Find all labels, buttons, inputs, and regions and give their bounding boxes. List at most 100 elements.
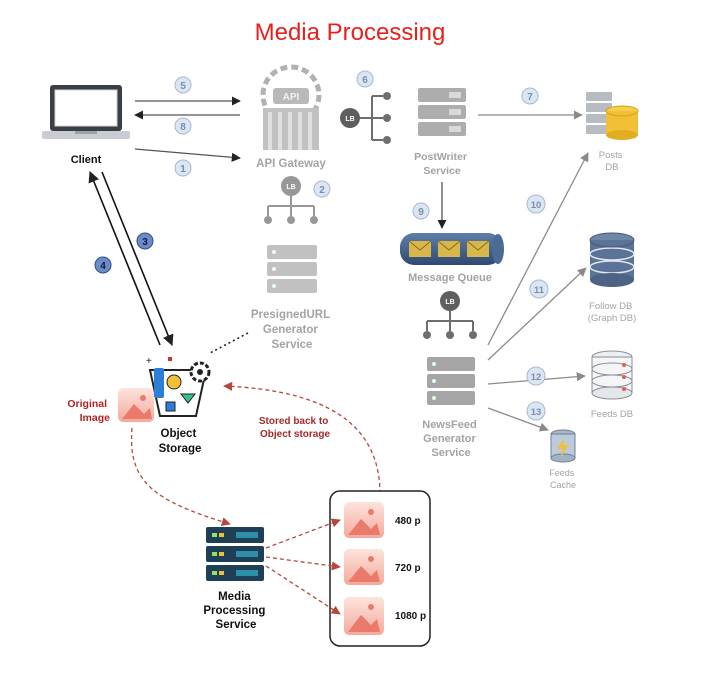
stored-back-label: Stored back to Object storage (259, 416, 331, 440)
posts-db-line-1: Posts (599, 150, 623, 161)
newsfeed-line-3: Service (431, 447, 470, 459)
postwriter-label: PostWriter Service (414, 151, 470, 177)
step-badge-9-text: 9 (418, 207, 424, 218)
posts-db-line-2: DB (605, 162, 618, 173)
message-queue-label: Message Queue (408, 272, 492, 284)
dashed-1080 (265, 565, 341, 615)
api-gateway-icon (260, 64, 322, 150)
step-badge-6: 6 (356, 70, 374, 88)
step-badge-11: 11 (529, 279, 549, 299)
dashed-720 (265, 556, 341, 571)
lb-label-queue: LB (445, 299, 454, 306)
arrow-4 (88, 170, 161, 346)
dashed-480 (265, 518, 341, 549)
postwriter-line-1: PostWriter (414, 151, 467, 163)
step-badge-4-text: 4 (100, 261, 106, 272)
step-badge-7-text: 7 (527, 92, 533, 103)
arrow-13 (487, 407, 549, 432)
api-icon-text: API (283, 92, 300, 103)
feeds-cache-line-2: Cache (550, 480, 576, 490)
postwriter-line-2: Service (423, 165, 461, 177)
postwriter-server-icon (418, 88, 466, 136)
arrow-1 (134, 148, 241, 162)
feeds-cache-icon (550, 429, 576, 463)
step-badge-7: 7 (521, 87, 539, 105)
step-badge-1-text: 1 (180, 164, 186, 175)
step-badge-2: 2 (313, 180, 331, 198)
client-label: Client (71, 154, 102, 166)
step-badge-10: 10 (526, 194, 546, 214)
follow-db-line-2: (Graph DB) (588, 313, 637, 324)
original-image-line-1: Original (67, 398, 107, 410)
stored-back-line-1: Stored back to (259, 416, 328, 427)
res-720-image-icon (344, 549, 384, 585)
object-storage-label: Object Storage (159, 428, 202, 455)
original-image-label: Original Image (67, 398, 110, 424)
step-badge-9: 9 (412, 202, 430, 220)
lb-label-2: LB (286, 184, 295, 191)
dotted-link (209, 332, 249, 354)
media-processing-line-1: Media (218, 591, 251, 603)
follow-db-line-1: Follow DB (589, 301, 632, 312)
newsfeed-label: NewsFeed Generator Service (422, 419, 479, 459)
load-balancer-6 (340, 92, 391, 144)
step-badge-8-text: 8 (180, 122, 186, 133)
step-badge-6-text: 6 (362, 75, 368, 86)
step-badge-5-text: 5 (180, 81, 186, 92)
arrow-3 (101, 171, 174, 347)
arrow-10 (487, 152, 589, 346)
step-badge-5: 5 (174, 76, 192, 94)
step-badge-3-text: 3 (142, 237, 148, 248)
step-badge-8: 8 (174, 117, 192, 135)
res-1080-image-icon (344, 597, 384, 635)
arrow-11 (487, 267, 587, 361)
posts-db-icon (586, 92, 639, 140)
client-laptop-icon (42, 85, 130, 139)
load-balancer-2 (264, 176, 318, 224)
load-balancer-queue (423, 291, 477, 339)
step-badge-13-text: 13 (531, 407, 542, 418)
stored-back-line-2: Object storage (260, 429, 330, 440)
presigned-label: PresignedURL Generator Service (251, 309, 333, 351)
res-720-label: 720 p (395, 563, 421, 574)
res-480-image-icon (344, 502, 384, 538)
svg-text:+: + (146, 356, 152, 367)
step-badge-2-text: 2 (319, 185, 325, 196)
res-480-label: 480 p (395, 516, 421, 527)
api-gateway-label: API Gateway (256, 158, 326, 170)
dashed-to-processing (130, 427, 231, 527)
step-badge-3: 3 (136, 232, 154, 250)
diagram-title: Media Processing (255, 19, 446, 46)
object-storage-line-1: Object (161, 428, 197, 440)
step-badge-4: 4 (94, 256, 112, 274)
step-badge-1: 1 (174, 159, 192, 177)
object-storage-line-2: Storage (159, 443, 202, 455)
newsfeed-server-icon (427, 357, 475, 405)
presigned-line-3: Service (272, 339, 313, 351)
media-processing-server-icon (206, 527, 264, 581)
object-storage-icon: + (146, 356, 211, 417)
newsfeed-line-1: NewsFeed (422, 419, 476, 431)
step-badge-13: 13 (526, 401, 546, 421)
lb-label-6: LB (345, 116, 354, 123)
feeds-db-label: Feeds DB (591, 409, 633, 420)
step-badge-12-text: 12 (531, 372, 542, 383)
posts-db-label: Posts DB (599, 150, 625, 173)
newsfeed-line-2: Generator (423, 433, 476, 445)
step-badge-10-text: 10 (531, 200, 542, 211)
original-image-icon (118, 388, 154, 422)
follow-db-icon (589, 232, 635, 287)
media-processing-line-3: Service (216, 619, 257, 631)
message-queue-icon (400, 233, 504, 265)
media-processing-label: Media Processing Service (203, 591, 268, 631)
feeds-db-icon (591, 350, 633, 400)
feeds-cache-label: Feeds Cache (549, 468, 577, 490)
presigned-line-1: PresignedURL (251, 309, 330, 321)
step-badge-12: 12 (526, 366, 546, 386)
media-processing-line-2: Processing (203, 605, 265, 617)
dashed-stored-back (223, 381, 381, 495)
feeds-cache-line-1: Feeds (549, 468, 575, 478)
original-image-line-2: Image (80, 412, 111, 424)
res-1080-label: 1080 p (395, 611, 426, 622)
